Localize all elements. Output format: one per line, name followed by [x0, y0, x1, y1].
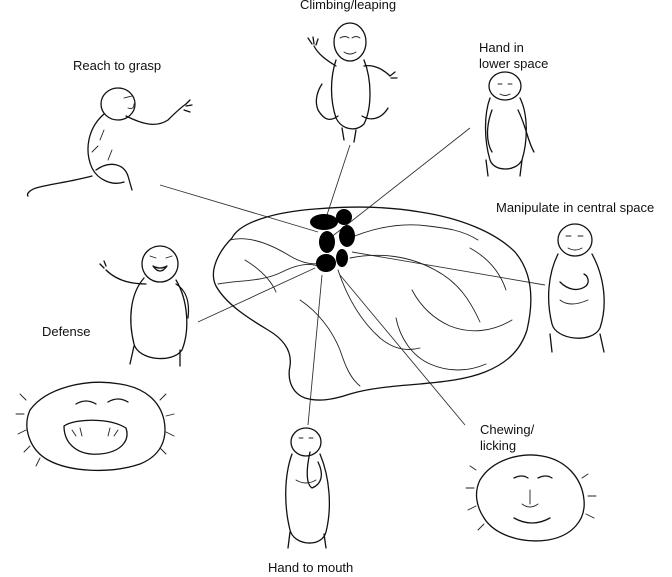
- label-chewing: Chewing/: [480, 422, 535, 437]
- label-hand-to-mouth: Hand to mouth: [268, 560, 354, 575]
- label-manipulate-central: Manipulate in central space: [496, 200, 655, 215]
- label-defense: Defense: [42, 324, 91, 339]
- label-hand-in: Hand in: [479, 40, 524, 55]
- connector-reach: [159, 184, 319, 233]
- label-licking: licking: [480, 438, 517, 453]
- defense-monkey-drawing: [99, 245, 190, 367]
- connector-chewing: [339, 274, 466, 426]
- spot-3: [319, 231, 335, 253]
- hand-to-mouth-monkey-drawing: [285, 427, 330, 549]
- connector-manipulate: [351, 251, 546, 286]
- hand-lower-space-monkey-drawing: [484, 71, 535, 177]
- connector-hand-mouth: [307, 274, 323, 426]
- label-reach-to-grasp: Reach to grasp: [73, 58, 162, 73]
- spot-1: [310, 214, 338, 230]
- reaching-monkey-drawing: [26, 87, 193, 197]
- defense-face-drawing: [15, 381, 175, 472]
- connector-hand-lower: [329, 127, 471, 239]
- label-climbing-leaping: Climbing/leaping: [300, 0, 397, 12]
- spot-6: [336, 249, 348, 267]
- label-lower-space: lower space: [479, 56, 549, 71]
- cortical-spots: [310, 209, 355, 272]
- connector-defense: [197, 267, 316, 323]
- climbing-monkey-drawing: [307, 22, 398, 143]
- brain-drawing: [212, 206, 532, 401]
- spot-5: [316, 254, 336, 272]
- chewing-face-drawing: [465, 454, 597, 542]
- connector-lines: [159, 127, 546, 426]
- spot-4: [339, 225, 355, 247]
- manipulating-monkey-drawing: [548, 223, 605, 353]
- spot-2: [336, 209, 352, 225]
